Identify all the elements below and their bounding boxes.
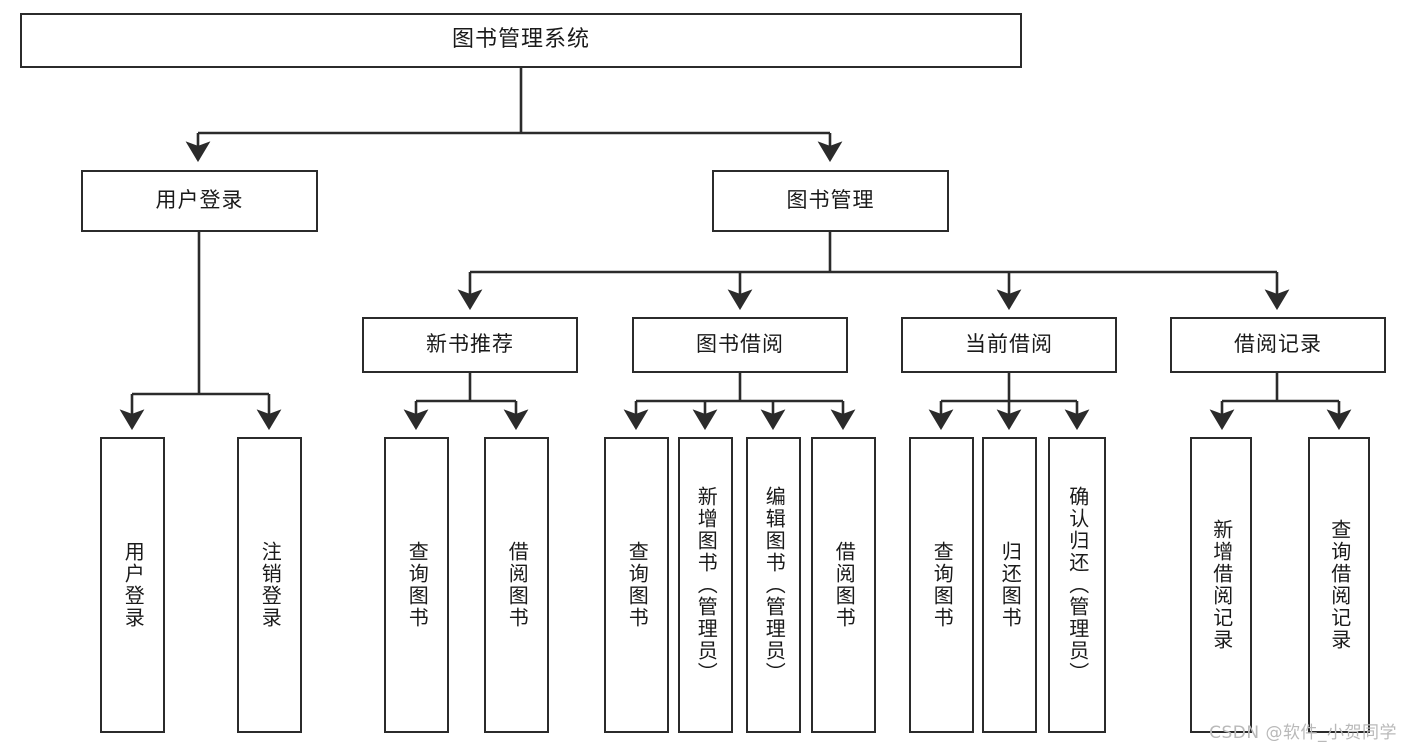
node-label: 查询图书 — [405, 541, 430, 629]
node-label: 查询图书 — [625, 541, 650, 629]
node-user-login[interactable]: 用户登录 — [81, 170, 318, 232]
leaf-add-borrow-record[interactable]: 新增借阅记录 — [1190, 437, 1252, 733]
leaf-query-borrow-record[interactable]: 查询借阅记录 — [1308, 437, 1370, 733]
leaf-borrow-book-recommend[interactable]: 借阅图书 — [484, 437, 549, 733]
node-label: 借阅图书 — [832, 541, 857, 629]
leaf-return-book[interactable]: 归还图书 — [982, 437, 1037, 733]
node-current-borrow[interactable]: 当前借阅 — [901, 317, 1117, 373]
node-borrow-records[interactable]: 借阅记录 — [1170, 317, 1386, 373]
node-label: 查询图书 — [930, 541, 955, 629]
node-label: 用户登录 — [121, 541, 146, 629]
node-label: 借阅记录 — [1234, 332, 1322, 357]
watermark-text: CSDN @软件_小贺同学 — [1209, 723, 1397, 743]
node-label: 当前借阅 — [965, 332, 1053, 357]
node-label: 用户登录 — [155, 188, 244, 213]
node-book-management[interactable]: 图书管理 — [712, 170, 949, 232]
leaf-edit-book-admin[interactable]: 编辑图书（管理员） — [746, 437, 801, 733]
node-new-book-recommend[interactable]: 新书推荐 — [362, 317, 578, 373]
node-label: 查询借阅记录 — [1327, 519, 1352, 651]
node-label: 归还图书 — [998, 541, 1023, 629]
leaf-borrow-book[interactable]: 借阅图书 — [811, 437, 876, 733]
node-label: 借阅图书 — [505, 541, 530, 629]
leaf-query-book-recommend[interactable]: 查询图书 — [384, 437, 449, 733]
node-root-system[interactable]: 图书管理系统 — [20, 13, 1022, 68]
leaf-add-book-admin[interactable]: 新增图书（管理员） — [678, 437, 733, 733]
leaf-query-book-borrow[interactable]: 查询图书 — [604, 437, 669, 733]
node-label: 编辑图书（管理员） — [762, 486, 787, 684]
node-book-borrow[interactable]: 图书借阅 — [632, 317, 848, 373]
node-label: 图书借阅 — [696, 332, 784, 357]
node-label: 图书管理 — [786, 188, 875, 213]
node-label: 新增借阅记录 — [1209, 519, 1234, 651]
node-label: 新书推荐 — [426, 332, 514, 357]
leaf-confirm-return-admin[interactable]: 确认归还（管理员） — [1048, 437, 1106, 733]
leaf-logout[interactable]: 注销登录 — [237, 437, 302, 733]
node-label: 新增图书（管理员） — [694, 486, 719, 684]
leaf-user-login[interactable]: 用户登录 — [100, 437, 165, 733]
leaf-query-book-current[interactable]: 查询图书 — [909, 437, 974, 733]
node-label: 图书管理系统 — [451, 27, 590, 53]
node-label: 注销登录 — [258, 541, 283, 629]
node-label: 确认归还（管理员） — [1065, 486, 1090, 684]
